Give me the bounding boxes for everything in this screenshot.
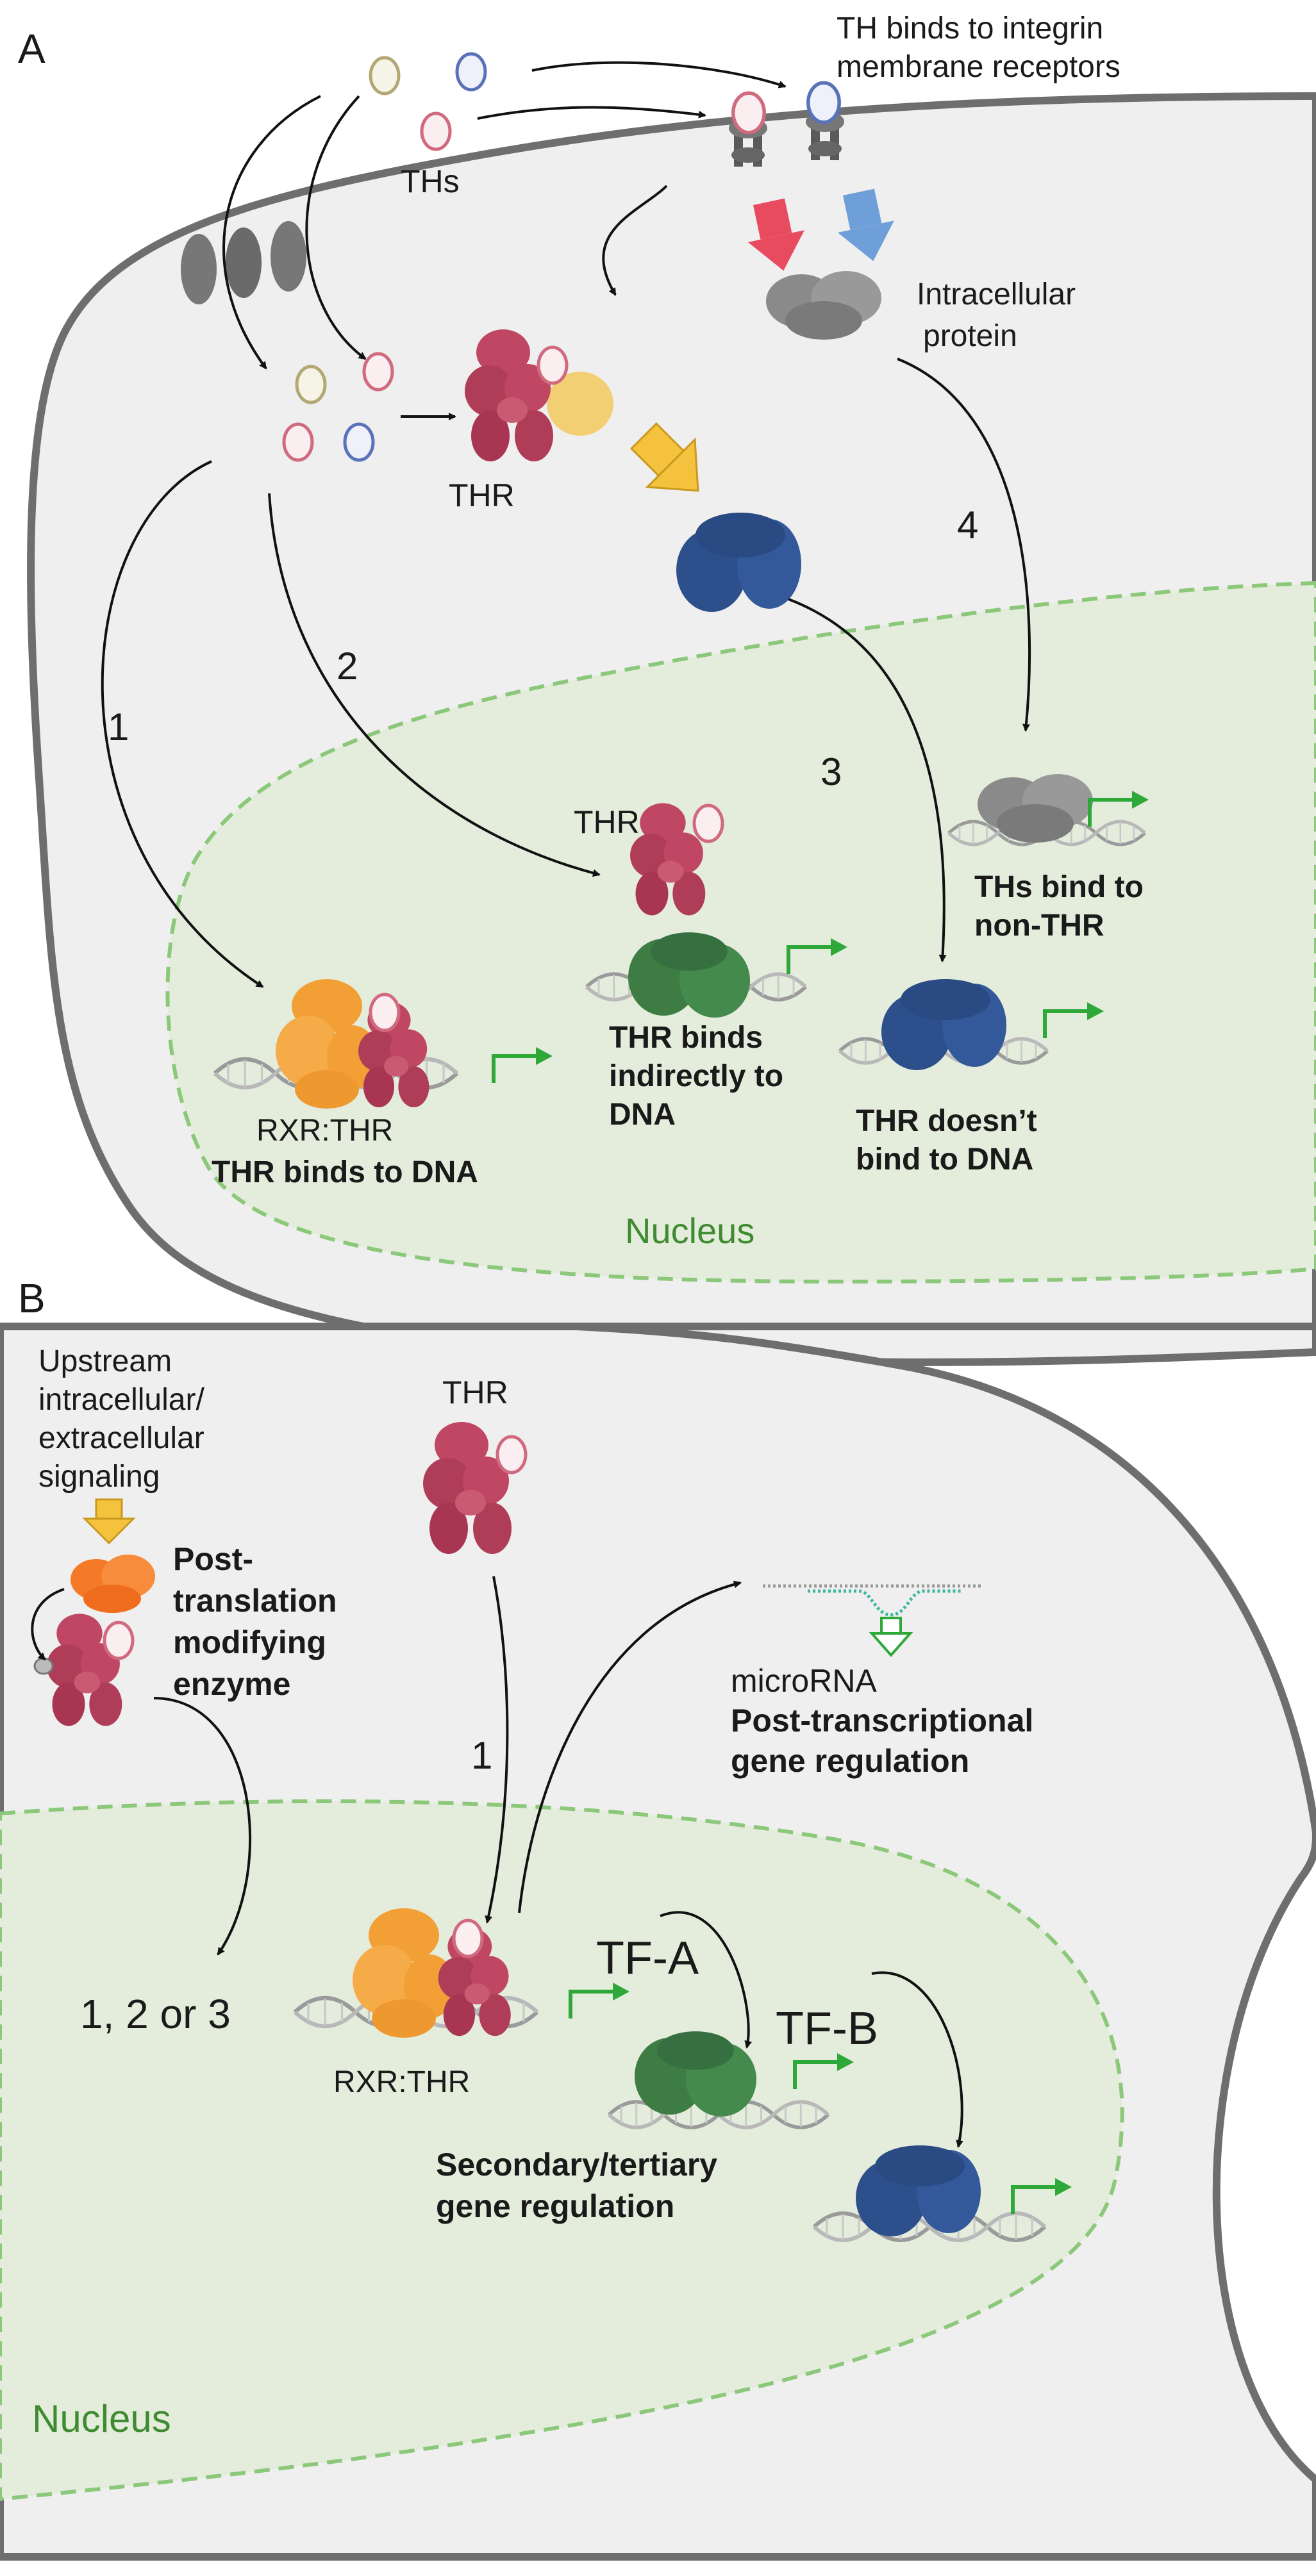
thr-label: THR <box>449 477 515 513</box>
arrow-modified-to-paths <box>153 1697 252 1956</box>
modification-tag <box>33 1657 54 1675</box>
upstream-line-4: signaling <box>38 1460 160 1494</box>
arrow-thr-to-dna-b <box>485 1576 509 1924</box>
red-block-arrow <box>747 198 804 271</box>
thr-blue-cytoplasmic <box>676 513 801 612</box>
caption-3-line-1: THR doesn’t <box>856 1104 1037 1138</box>
blue-block-arrow <box>837 188 894 261</box>
arrow-ths-to-integrin <box>477 106 706 120</box>
paths-123-label: 1, 2 or 3 <box>80 1991 231 2037</box>
upstream-line-1: Upstream <box>38 1344 172 1378</box>
integrin-label-1: TH binds to integrin <box>837 12 1103 45</box>
arrow-enzyme-to-thr <box>31 1588 65 1661</box>
microrna-label: microRNA <box>731 1663 877 1699</box>
tfb-label: TF-B <box>776 2003 878 2054</box>
extracellular-ths: THs <box>371 54 485 199</box>
arrow-dna-to-microrna <box>518 1580 742 1913</box>
panel-b-nucleus <box>0 1799 1124 2502</box>
arrow-path-2 <box>268 493 601 877</box>
arrow-path-4 <box>897 358 1031 732</box>
caption-4-line-1: THs bind to <box>974 870 1144 904</box>
intracellular-label-1: Intracellular <box>917 277 1076 311</box>
arrow-ths-in-1 <box>222 95 321 370</box>
arrow-ths-to-integrin-top <box>531 61 787 88</box>
thr-cytoplasmic <box>465 329 613 461</box>
posttx-line-1: Post-transcriptional <box>731 1703 1033 1738</box>
arrow-tfb <box>871 1971 963 2148</box>
arrow-path-1 <box>101 460 264 988</box>
integrin-label-2: membrane receptors <box>837 50 1120 84</box>
caption-4-line-2: non-THR <box>974 909 1104 943</box>
modifying-enzyme <box>71 1555 155 1613</box>
caption-3-line-2: bind to DNA <box>856 1143 1033 1177</box>
intracellular-protein <box>766 271 881 340</box>
upstream-line-3: extracellular <box>38 1421 204 1455</box>
thr-nuclear-label: THR <box>574 804 640 840</box>
integrin-receptors <box>729 83 844 167</box>
panel-a-letter: A <box>18 26 46 72</box>
caption-2-line-3: DNA <box>609 1098 676 1132</box>
caption-2-line-1: THR binds <box>609 1021 763 1055</box>
enzyme-line-4: enzyme <box>173 1666 290 1702</box>
panel-b: B Upstream intracellular/ extracellular … <box>0 1275 1316 2561</box>
arrow-ths-in-2 <box>305 95 367 360</box>
path-1-label-b: 1 <box>471 1734 492 1777</box>
rxr-thr-label-b: RXR:THR <box>333 2065 470 2099</box>
enzyme-line-3: modifying <box>173 1624 326 1660</box>
panel-a: A <box>18 12 1316 1366</box>
secondary-line-1: Secondary/tertiary <box>436 2147 717 2183</box>
caption-2-line-2: indirectly to <box>609 1059 783 1093</box>
rxr-thr-label-a: RXR:THR <box>256 1114 393 1148</box>
arrow-tfa <box>660 1911 753 2049</box>
microrna <box>763 1584 981 1658</box>
nucleus-label-b: Nucleus <box>32 2397 171 2440</box>
tf-b-protein <box>856 2145 981 2236</box>
panel-a-nucleus <box>165 581 1316 1284</box>
path-3-label: 3 <box>820 750 842 793</box>
intracellular-label-2: protein <box>923 319 1017 353</box>
upstream-block-arrow <box>82 1498 136 1545</box>
tfa-label: TF-A <box>596 1933 699 1984</box>
path-1-label: 1 <box>108 706 129 748</box>
yellow-block-arrow <box>629 422 699 492</box>
tf-a-protein <box>635 2031 756 2117</box>
path-4-label: 4 <box>957 504 978 547</box>
secondary-line-2: gene regulation <box>436 2188 674 2224</box>
enzyme-line-2: translation <box>173 1583 337 1619</box>
arrow-integrin-to-thr <box>602 185 668 296</box>
thr-blue-nuclear <box>881 979 1006 1070</box>
path-2-label: 2 <box>337 645 358 688</box>
caption-1: THR binds to DNA <box>212 1155 478 1189</box>
rxr-nuclear <box>276 979 378 1109</box>
posttx-line-2: gene regulation <box>731 1743 969 1779</box>
membrane-transporter <box>181 221 306 304</box>
upstream-line-2: intracellular/ <box>38 1383 204 1417</box>
arrow-path-3 <box>788 598 947 962</box>
partner-green-nuclear <box>628 932 750 1018</box>
thr-label-b: THR <box>442 1375 508 1410</box>
panel-b-letter: B <box>18 1275 46 1321</box>
enzyme-line-1: Post- <box>173 1541 253 1577</box>
nucleus-label-a: Nucleus <box>625 1210 754 1251</box>
ths-label: THs <box>401 163 460 199</box>
intracellular-protein-nuclear <box>978 774 1093 843</box>
